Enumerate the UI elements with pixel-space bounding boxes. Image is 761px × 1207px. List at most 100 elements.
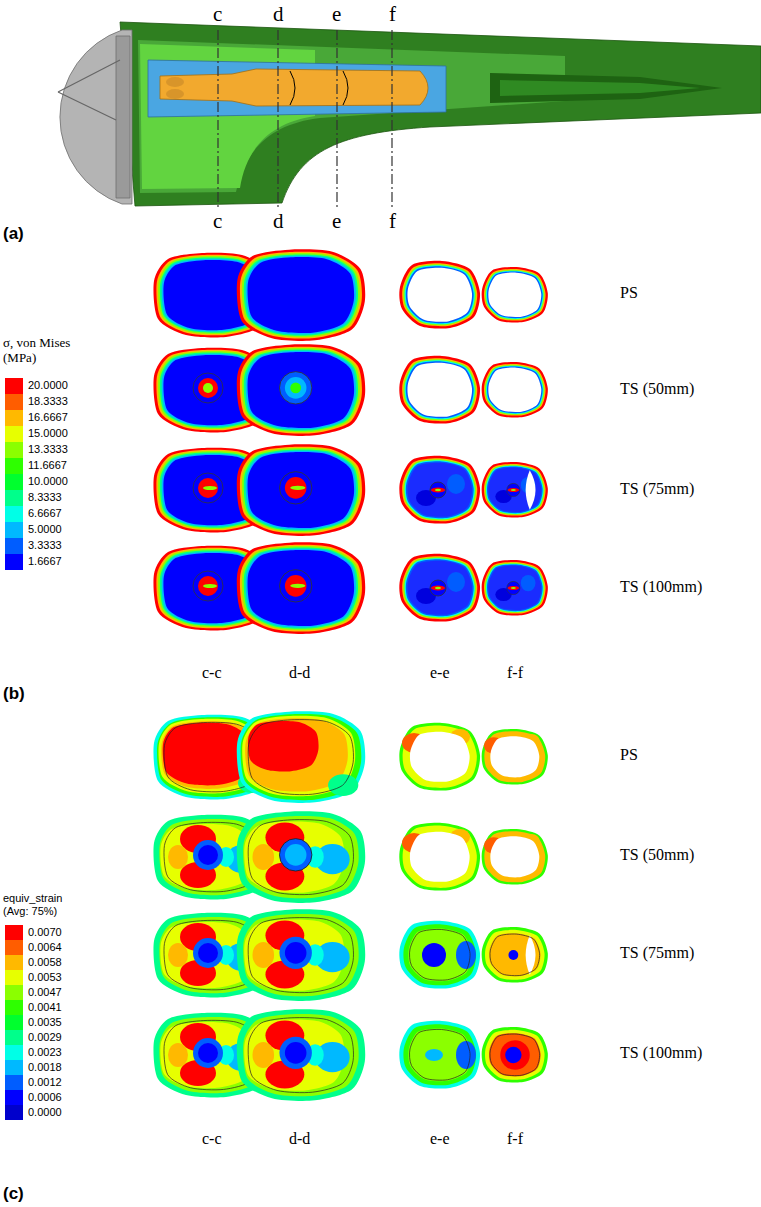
contour-band	[490, 836, 539, 877]
contour-band	[482, 729, 548, 785]
panel-tag: (b)	[3, 684, 25, 704]
contour-patch	[511, 587, 516, 589]
contour-band	[399, 554, 480, 622]
contour-band	[237, 344, 365, 436]
contour-patch	[447, 474, 465, 494]
contour-band	[403, 359, 476, 420]
stem-section	[193, 473, 223, 503]
model-label: TS (50mm)	[620, 846, 694, 864]
stem-section	[193, 840, 223, 870]
stem-section	[198, 576, 218, 596]
contour-band	[240, 347, 362, 434]
model-label: PS	[620, 746, 638, 764]
stem-section	[198, 845, 218, 865]
contour-band	[240, 447, 362, 534]
model-label: TS (100mm)	[620, 578, 702, 596]
contour-band	[485, 930, 545, 980]
contour-band	[242, 448, 360, 532]
legend-value: 8.3333	[28, 491, 62, 504]
contour-band	[403, 557, 476, 618]
legend-swatch	[5, 1060, 23, 1075]
stress-section	[399, 456, 480, 524]
legend-value: 0.0041	[28, 1001, 62, 1014]
legend-swatch	[5, 1105, 23, 1120]
contour-patch	[431, 488, 445, 493]
legend-swatch	[5, 1030, 23, 1045]
legend-value: 15.0000	[28, 427, 68, 440]
interface-line	[248, 1018, 353, 1093]
interface-line	[248, 720, 353, 795]
legend-value: 5.0000	[28, 523, 62, 536]
contour-band	[407, 268, 472, 322]
contour-band	[407, 561, 472, 615]
contour-patch	[447, 572, 465, 592]
contour-patch	[203, 584, 217, 588]
cortical-bone	[120, 22, 761, 206]
contour-band	[406, 461, 474, 518]
legend-value: 0.0023	[28, 1046, 62, 1059]
contour-band	[407, 363, 472, 417]
strain-section	[237, 1009, 365, 1101]
stem-section	[193, 938, 223, 968]
contour-patch	[290, 486, 305, 490]
stress-section	[399, 261, 480, 329]
contour-band	[484, 562, 546, 614]
legend-swatch	[5, 538, 23, 554]
stem-section	[290, 382, 301, 393]
contour-band	[244, 547, 358, 628]
contour-band	[248, 452, 355, 528]
stem-section	[430, 482, 446, 498]
legend-value: 0.0064	[28, 941, 62, 954]
contour-band	[237, 249, 365, 341]
contour-band	[248, 352, 355, 428]
contour-band	[403, 459, 476, 520]
stem-section	[285, 575, 307, 597]
contour-band	[487, 271, 543, 318]
contour-band	[403, 726, 477, 788]
stem-section	[279, 472, 311, 504]
contour-band	[402, 263, 477, 326]
contour-band	[248, 550, 355, 626]
contour-patch	[168, 943, 188, 967]
contour-band	[402, 458, 477, 521]
contour-patch	[168, 845, 188, 869]
contour-band	[487, 466, 543, 513]
interface-line	[490, 1034, 540, 1076]
contour-band	[248, 257, 355, 333]
contour-band	[399, 921, 480, 989]
contour-band	[240, 252, 362, 339]
strain-section	[482, 927, 548, 983]
cement-mantle	[148, 60, 446, 117]
contour-band	[246, 256, 356, 335]
section-label: e-e	[430, 664, 450, 682]
section-label: c-c	[202, 664, 222, 682]
contour-band	[486, 466, 544, 514]
legend-value: 13.3333	[28, 443, 68, 456]
section-letter: d	[273, 2, 284, 26]
contour-band	[485, 365, 545, 415]
contour-patch	[500, 1040, 530, 1070]
head-plate	[116, 36, 130, 198]
stem-section	[285, 377, 307, 399]
canal-tip	[490, 73, 722, 103]
contour-band	[399, 1021, 480, 1089]
contour-band	[406, 266, 474, 323]
contour-band	[243, 816, 359, 898]
section-label: d-d	[289, 664, 310, 682]
contour-band	[242, 348, 360, 432]
stress-section	[399, 554, 480, 622]
legend-title: equiv_strain (Avg: 75%)	[3, 892, 83, 917]
section-letter: d	[273, 209, 284, 233]
contour-band	[399, 356, 480, 424]
contour-band	[243, 914, 359, 996]
model-label: PS	[620, 284, 638, 302]
stem-section	[198, 478, 218, 498]
stress-section	[482, 267, 548, 323]
legend-value: 0.0058	[28, 956, 62, 969]
contour-band	[484, 269, 546, 321]
contour-patch	[456, 1041, 476, 1069]
contour-band	[237, 909, 365, 1001]
legend-value: 1.6667	[28, 555, 62, 568]
legend-swatch	[5, 970, 23, 985]
contour-band	[482, 560, 548, 616]
